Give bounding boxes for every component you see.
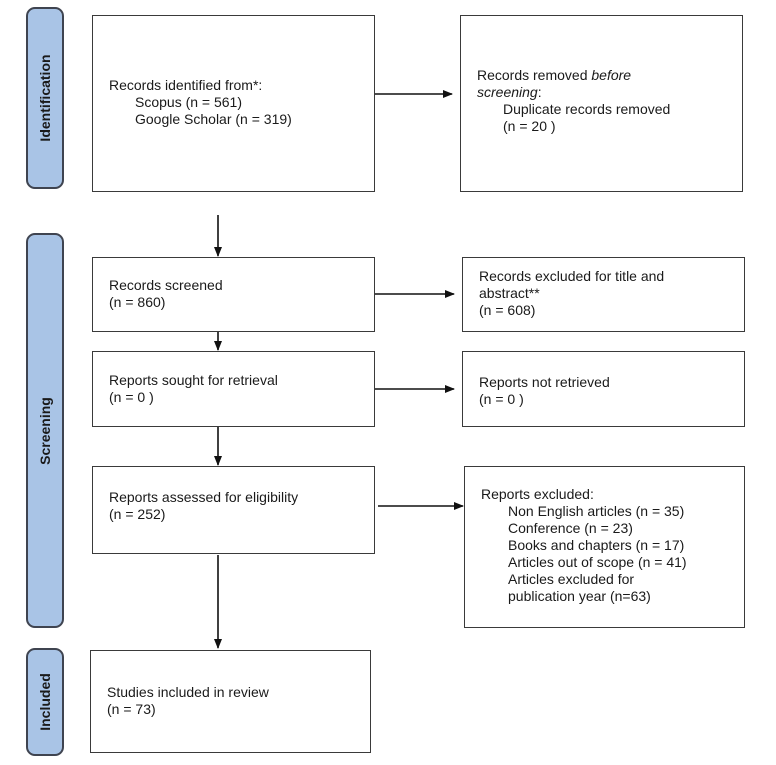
reports-not-retrieved-box: Reports not retrieved (n = 0 ) xyxy=(462,351,745,427)
records-screened-count: (n = 860) xyxy=(109,294,166,310)
records-removed-box: Records removed before screening: Duplic… xyxy=(460,15,743,192)
stage-screening: Screening xyxy=(26,233,64,628)
stage-included: Included xyxy=(26,648,64,756)
reports-not-retrieved-count: (n = 0 ) xyxy=(479,391,524,407)
scholar-count: Google Scholar (n = 319) xyxy=(135,111,292,127)
records-identified-box: Records identified from*: Scopus (n = 56… xyxy=(92,15,375,192)
excluded-reason: Articles out of scope (n = 41) xyxy=(508,554,687,570)
excluded-reason: publication year (n=63) xyxy=(508,588,651,604)
excluded-reason: Conference (n = 23) xyxy=(508,520,633,536)
records-excluded-title-line2: abstract** xyxy=(479,285,540,301)
studies-included-title: Studies included in review xyxy=(107,684,269,700)
reports-excluded-box: Reports excluded: Non English articles (… xyxy=(464,466,745,628)
records-excluded-box: Records excluded for title and abstract*… xyxy=(462,257,745,332)
records-removed-title-line2: screening: xyxy=(477,84,542,100)
excluded-reason: Non English articles (n = 35) xyxy=(508,503,685,519)
studies-included-box: Studies included in review (n = 73) xyxy=(90,650,371,753)
reports-sought-title: Reports sought for retrieval xyxy=(109,372,278,388)
records-screened-box: Records screened (n = 860) xyxy=(92,257,375,332)
reports-sought-count: (n = 0 ) xyxy=(109,389,154,405)
stage-identification: Identification xyxy=(26,7,64,189)
records-screened-title: Records screened xyxy=(109,277,223,293)
studies-included-count: (n = 73) xyxy=(107,701,156,717)
excluded-reason: Books and chapters (n = 17) xyxy=(508,537,685,553)
reports-assessed-box: Reports assessed for eligibility (n = 25… xyxy=(92,466,375,554)
excluded-reason: Articles excluded for xyxy=(508,571,635,587)
reports-excluded-title: Reports excluded: xyxy=(481,486,594,502)
scopus-count: Scopus (n = 561) xyxy=(135,94,243,110)
records-excluded-title-line1: Records excluded for title and xyxy=(479,268,665,284)
records-removed-title-line1: Records removed before xyxy=(477,67,632,83)
duplicates-removed-count: (n = 20 ) xyxy=(503,118,556,134)
records-identified-title: Records identified from*: xyxy=(109,77,263,93)
duplicates-removed: Duplicate records removed xyxy=(503,101,671,117)
reports-assessed-title: Reports assessed for eligibility xyxy=(109,489,299,505)
reports-not-retrieved-title: Reports not retrieved xyxy=(479,374,610,390)
reports-assessed-count: (n = 252) xyxy=(109,506,166,522)
reports-sought-box: Reports sought for retrieval (n = 0 ) xyxy=(92,351,375,427)
records-excluded-count: (n = 608) xyxy=(479,302,536,318)
